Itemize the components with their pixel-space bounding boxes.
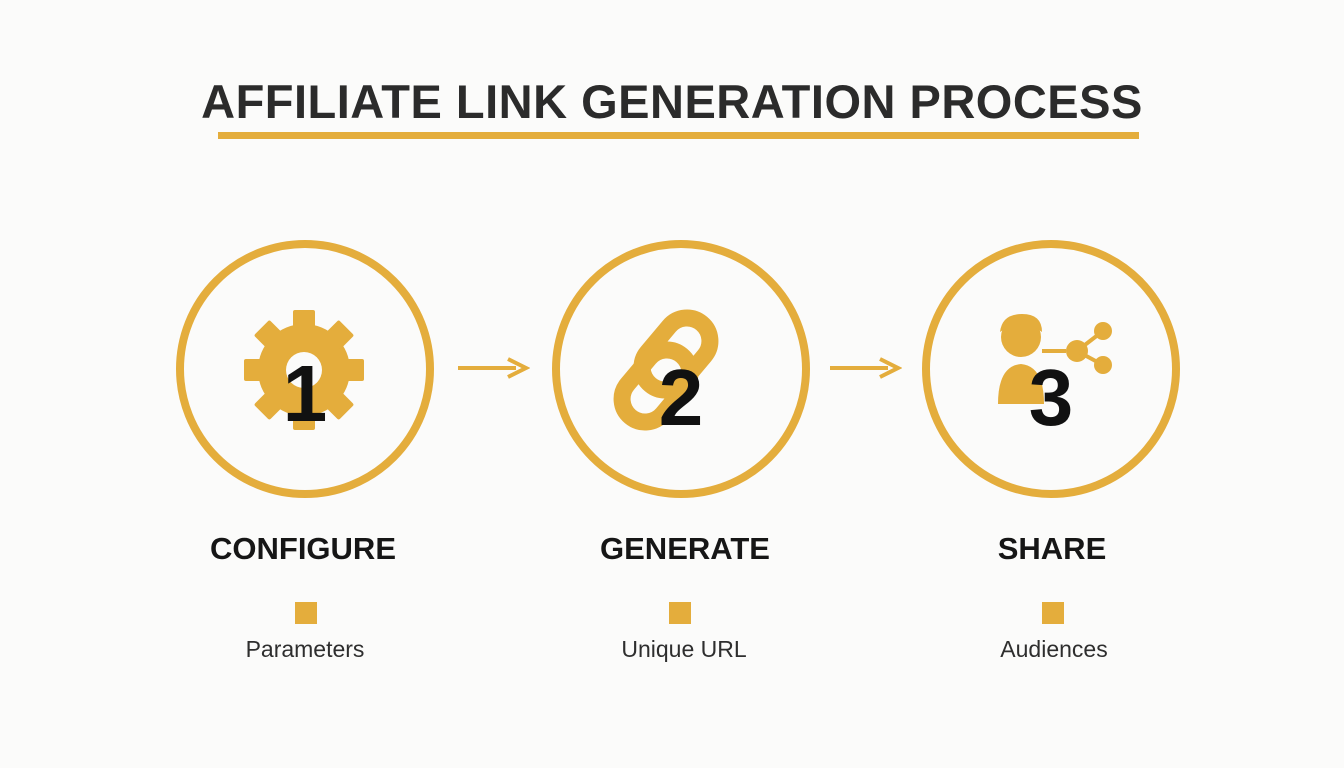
gear-icon xyxy=(244,310,364,430)
step-3-number: 3 xyxy=(1028,353,1074,442)
step-1-label: CONFIGURE xyxy=(210,531,396,566)
step-3-circle: 3 xyxy=(922,240,1180,498)
step-1-marker xyxy=(295,602,317,624)
arrow-right-icon xyxy=(830,357,902,379)
step-1-circle: 1 xyxy=(176,240,434,498)
step-1-description: Parameters xyxy=(245,636,365,662)
arrow-right-icon xyxy=(458,357,530,379)
title-underline xyxy=(218,132,1139,139)
person-share-icon xyxy=(998,314,1112,404)
step-2-label: GENERATE xyxy=(600,531,770,566)
step-2-description: Unique URL xyxy=(621,636,747,662)
chain-link-icon xyxy=(613,309,719,431)
step-3-description: Audiences xyxy=(1000,636,1108,662)
page-title: AFFILIATE LINK GENERATION PROCESS xyxy=(201,75,1143,128)
step-2-number: 2 xyxy=(658,353,704,442)
step-3-label: SHARE xyxy=(997,531,1107,566)
step-3-marker xyxy=(1042,602,1064,624)
step-2-marker xyxy=(669,602,691,624)
step-1-number: 1 xyxy=(282,349,328,438)
step-2-circle: 2 xyxy=(552,240,810,498)
